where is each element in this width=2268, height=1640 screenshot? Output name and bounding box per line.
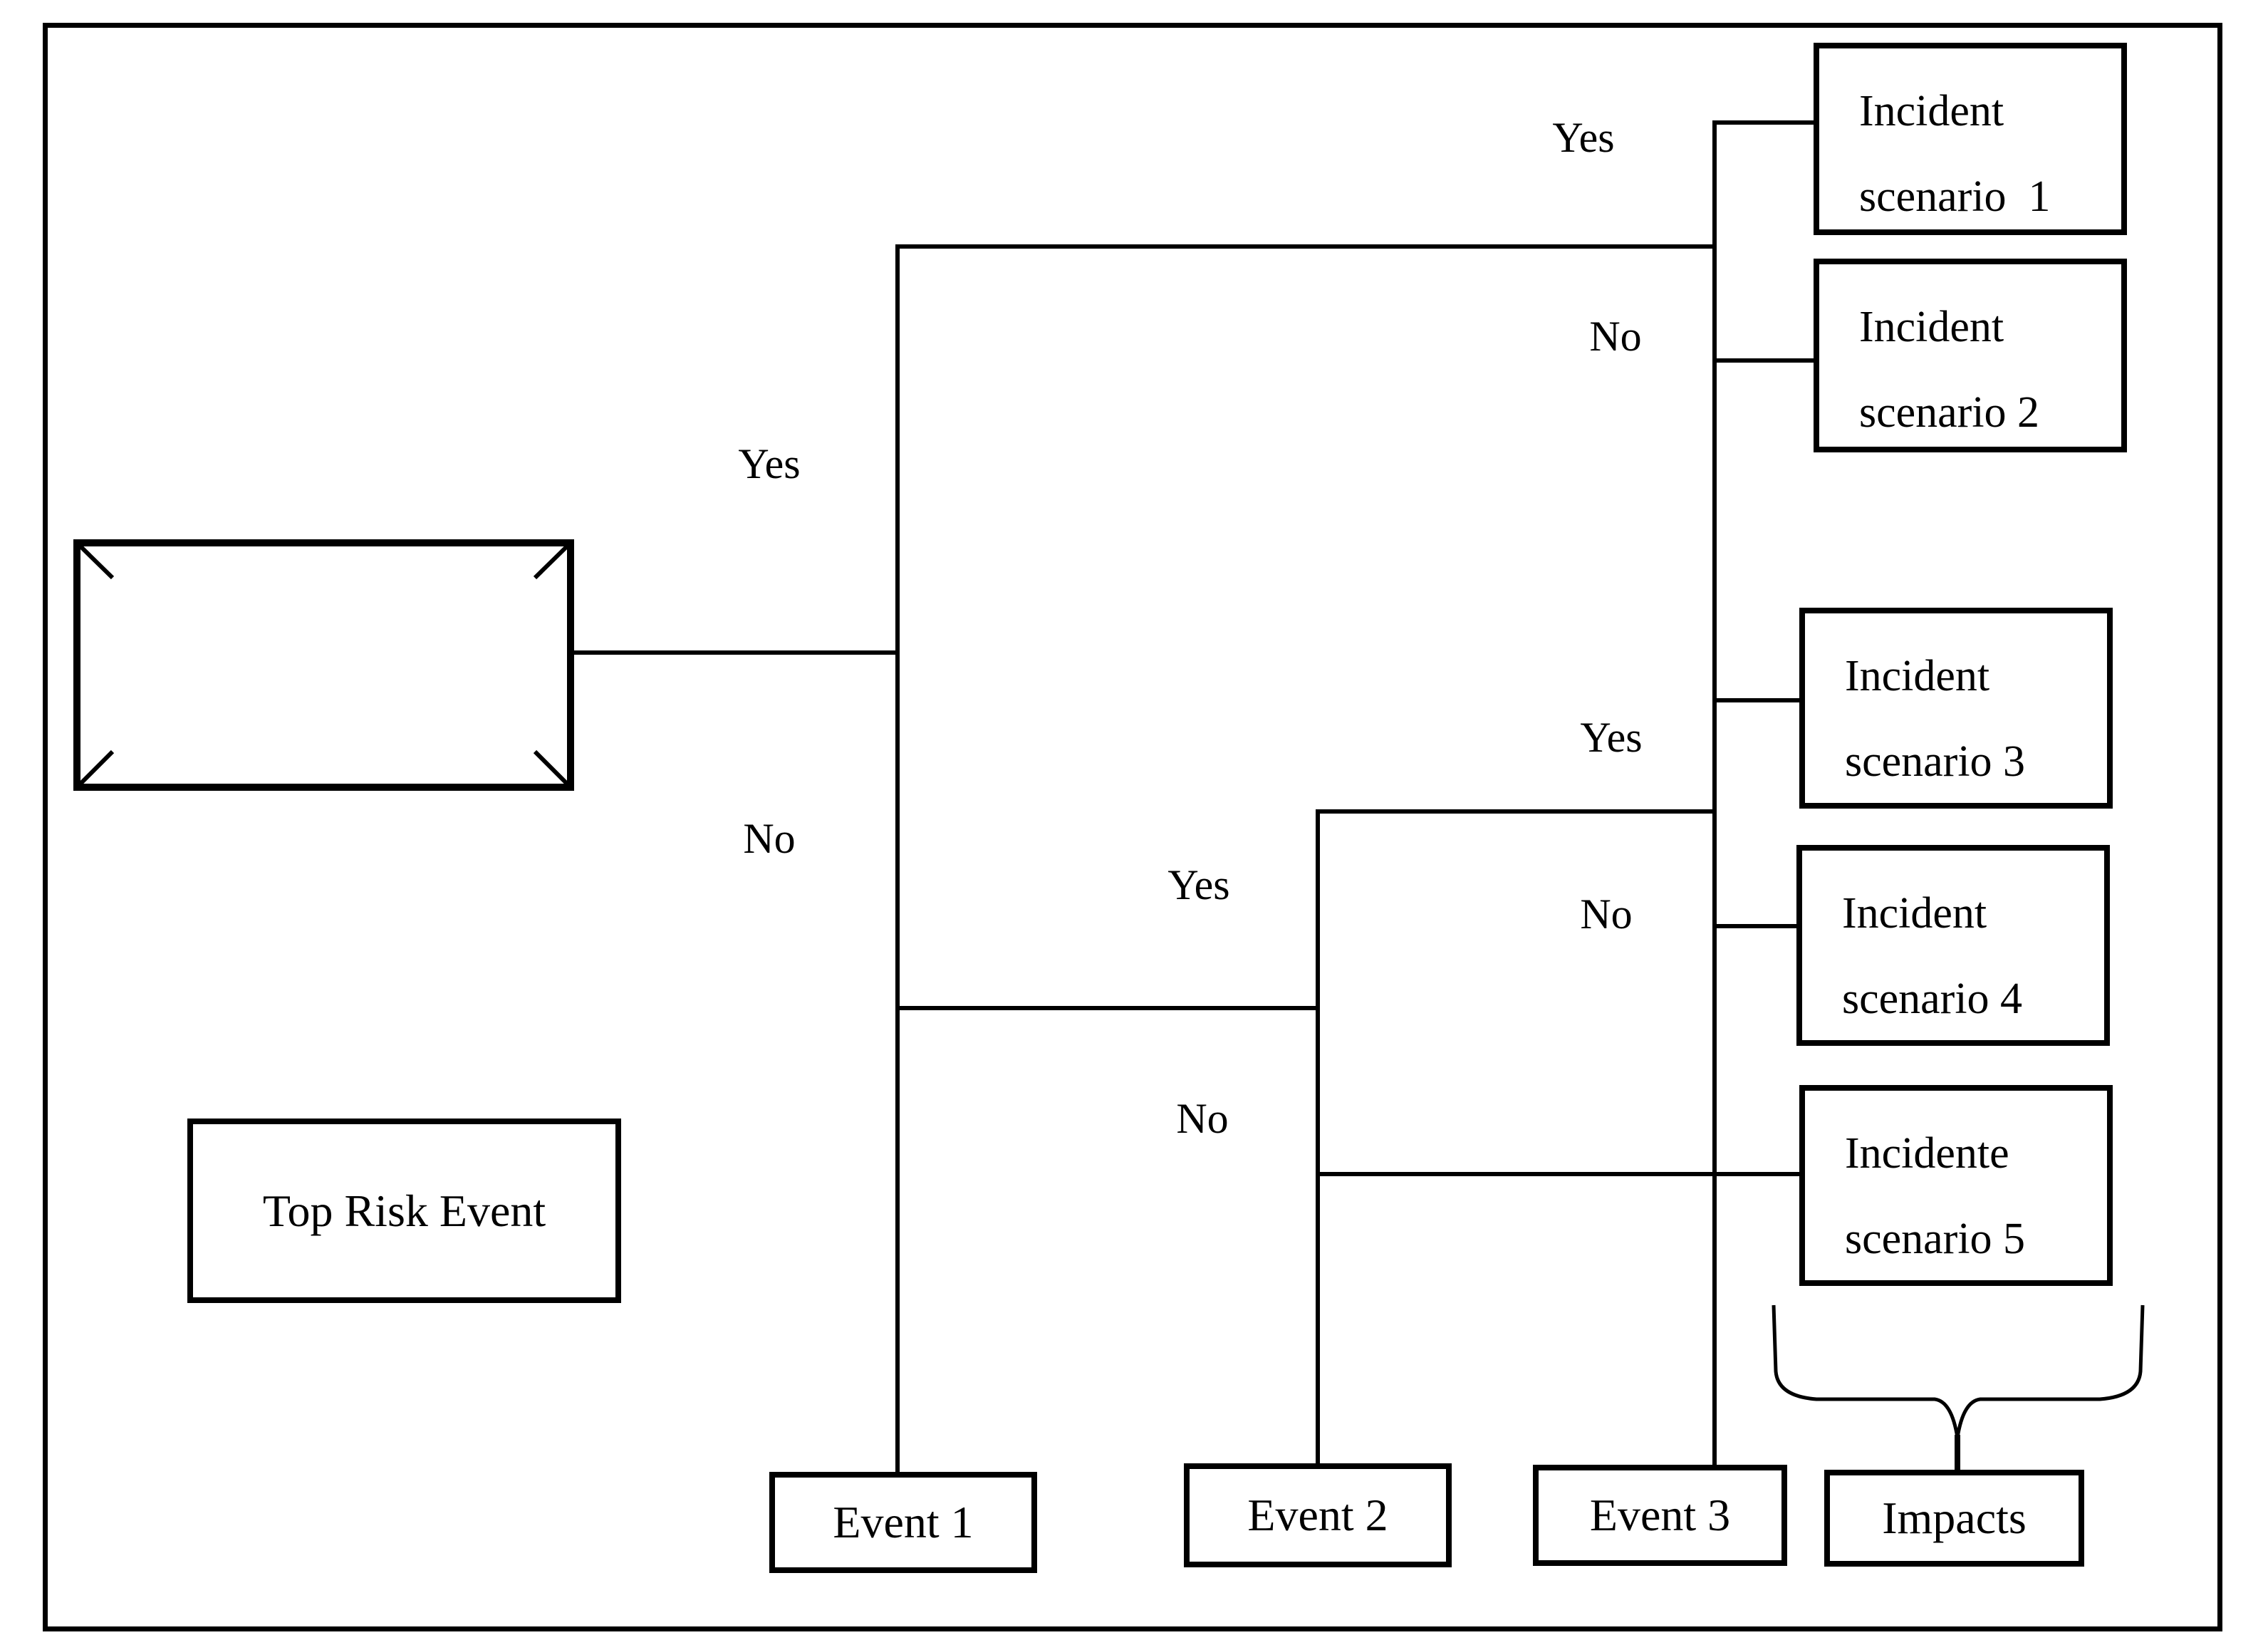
incident-scenario-1-line1: Incident xyxy=(1859,87,2004,135)
root-frame-bevel-bottom-right xyxy=(533,749,571,788)
incident-scenario-2-line2: scenario 2 xyxy=(1859,388,2040,437)
event3-lower-yes-label: Yes xyxy=(1580,714,1643,761)
top-risk-event-inner-frame: Top Risk Event xyxy=(187,1119,621,1303)
top-risk-event-label: Top Risk Event xyxy=(262,1185,546,1236)
event3-upper-yes-label: Yes xyxy=(1552,114,1615,161)
event-3-label: Event 3 xyxy=(1589,1490,1731,1540)
incident-scenario-5-line2: scenario 5 xyxy=(1845,1215,2026,1263)
incident-scenario-1-line2: scenario 1 xyxy=(1859,172,2051,221)
root-frame-bevel-top-right xyxy=(533,542,571,580)
incident-scenario-3-box: Incident scenario 3 xyxy=(1799,608,2113,809)
impacts-box: Impacts xyxy=(1824,1470,2084,1567)
event-1-box: Event 1 xyxy=(769,1472,1037,1573)
event1-no-label: No xyxy=(743,815,796,862)
incident-scenario-2-box: Incident scenario 2 xyxy=(1814,259,2127,452)
incident-scenario-1-box: Incident scenario 1 xyxy=(1814,43,2127,235)
top-risk-event-box: Top Risk Event xyxy=(73,539,621,1303)
root-frame-bevel-top-left xyxy=(76,542,115,580)
impacts-brace xyxy=(1772,1304,2145,1438)
incident-scenario-4-line2: scenario 4 xyxy=(1842,975,2023,1023)
event3-upper-no-label: No xyxy=(1589,313,1642,360)
incident-scenario-5-line1: Incidente xyxy=(1845,1129,2009,1178)
event-2-label: Event 2 xyxy=(1247,1490,1388,1540)
event-1-label: Event 1 xyxy=(833,1497,974,1547)
incident-scenario-4-box: Incident scenario 4 xyxy=(1796,845,2110,1046)
diagram-border xyxy=(43,23,2222,1631)
incident-scenario-2-line1: Incident xyxy=(1859,303,2004,351)
event3-lower-no-label: No xyxy=(1580,891,1633,938)
incident-scenario-4-line1: Incident xyxy=(1842,889,1987,938)
incident-scenario-3-line2: scenario 3 xyxy=(1845,737,2026,786)
event2-yes-label: Yes xyxy=(1167,861,1230,908)
event2-no-label: No xyxy=(1176,1095,1229,1142)
event-3-box: Event 3 xyxy=(1533,1465,1787,1566)
incident-scenario-5-box: Incidente scenario 5 xyxy=(1799,1085,2113,1286)
impacts-label: Impacts xyxy=(1882,1493,2027,1543)
event1-yes-label: Yes xyxy=(738,440,801,487)
incident-scenario-3-line1: Incident xyxy=(1845,652,1990,700)
event-2-box: Event 2 xyxy=(1184,1463,1452,1567)
root-frame-bevel-bottom-left xyxy=(76,749,115,788)
